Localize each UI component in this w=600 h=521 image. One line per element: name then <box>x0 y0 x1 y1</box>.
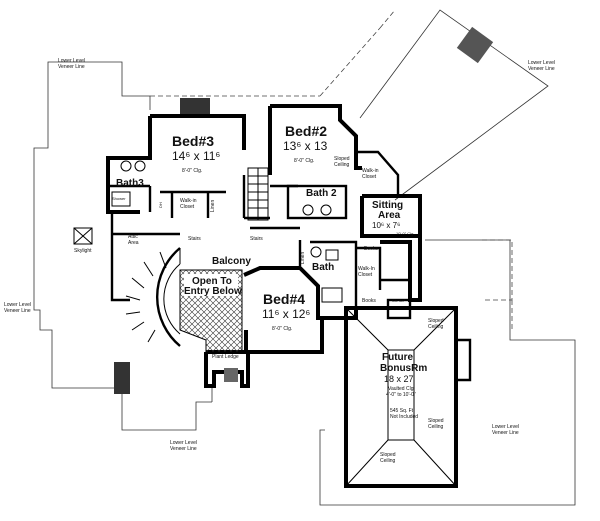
bath3-name: Bath3 <box>116 178 144 189</box>
walkin-closet-bed3-1: Walk-in <box>180 198 197 204</box>
curved-stair <box>125 247 181 347</box>
chimney-bottom <box>114 362 130 394</box>
svg-text:Veneer Line: Veneer Line <box>492 430 519 436</box>
bonus-name2: BonusRm <box>380 363 427 374</box>
sloped-ceiling-bonus-1-b: Ceiling <box>428 324 444 330</box>
chimney-top <box>180 98 210 116</box>
bed4-ceiling: 8'-0" Clg. <box>272 326 292 332</box>
bed3-ceiling: 8'-0" Clg. <box>182 168 202 174</box>
bath2-name: Bath 2 <box>306 188 337 199</box>
bed4-name: Bed#4 <box>263 291 305 307</box>
svg-text:Veneer Line: Veneer Line <box>4 308 31 314</box>
svg-text:Veneer Line: Veneer Line <box>170 446 197 452</box>
books-label-2: Books <box>362 298 376 304</box>
books-label-1: Books <box>364 246 378 252</box>
balcony-label: Balcony <box>212 256 251 267</box>
sitting-name: Sitting <box>372 200 403 211</box>
attic-area-label-1: Attic <box>128 234 138 240</box>
attic-area-label-2: Area <box>128 240 139 246</box>
open-entry-line1: Open To <box>192 276 232 287</box>
veneer-annotations: Lower Level Veneer Line Lower Level Vene… <box>4 58 555 452</box>
bath-name: Bath <box>312 262 334 273</box>
bonus-name1: Future <box>382 352 414 363</box>
bonus-room <box>344 298 472 488</box>
bed2-ceiling: 8'-0" Clg. <box>294 158 314 164</box>
svg-text:Veneer Line: Veneer Line <box>528 66 555 72</box>
stairs-label-2: Stairs <box>250 236 263 242</box>
bonus-area2: Not Included <box>390 414 418 420</box>
bed3-name: Bed#3 <box>172 133 214 149</box>
open-entry-line2: Entry Below <box>184 286 242 297</box>
walkin-closet-bed2-1: Walk-in <box>362 168 379 174</box>
bonus-size: 18 x 27 <box>384 374 414 384</box>
sloped-ceiling-bed2-1: Sloped <box>334 156 350 162</box>
sloped-ceiling-bonus-3-b: Ceiling <box>380 458 396 464</box>
sitting-ceiling: 10'-0" Clg. <box>396 231 414 236</box>
linen-label: Linen <box>210 200 216 212</box>
sloped-ceiling-bonus-3-a: Sloped <box>380 452 396 458</box>
bonus-area1: 545 Sq. Ft. <box>390 408 414 414</box>
walkin-closet-bed2-2: Closet <box>362 174 377 180</box>
walkin-closet-bed3-2: Closet <box>180 204 195 210</box>
svg-text:Lower Level: Lower Level <box>58 58 85 64</box>
skylight-icon <box>73 227 93 245</box>
sitting-size: 10⁶ x 7⁶ <box>372 221 400 230</box>
sloped-ceiling-bonus-2-a: Sloped <box>428 418 444 424</box>
svg-text:Lower Level: Lower Level <box>4 302 31 308</box>
bed3-size: 14⁶ x 11⁶ <box>172 149 220 163</box>
svg-text:Lower Level: Lower Level <box>528 60 555 66</box>
bonus-ceiling2: 4'-0" to 10'-0" <box>386 392 416 398</box>
svg-text:Veneer Line: Veneer Line <box>58 64 85 70</box>
ch-label: Ch. 84" <box>392 298 406 303</box>
dh-label: DH <box>158 202 163 208</box>
bed2-size: 13⁶ x 13 <box>283 139 328 153</box>
sloped-ceiling-bed2-2: Ceiling <box>334 162 350 168</box>
sloped-ceiling-bonus-1-a: Sloped <box>428 318 444 324</box>
walkin-closet-bath-1: Walk-In <box>358 266 375 272</box>
walkin-closet-bath-2: Closet <box>358 272 373 278</box>
bed2-name: Bed#2 <box>285 123 327 139</box>
sitting-name2: Area <box>378 210 401 221</box>
stairs-label-1: Stairs <box>188 236 201 242</box>
shower-label: Shower <box>112 196 126 201</box>
plant-ledge-label: Plant Ledge <box>212 354 239 360</box>
bonus-ceiling1: Vaulted Clg. <box>388 386 415 392</box>
sloped-ceiling-bonus-2-b: Ceiling <box>428 424 444 430</box>
bath-fixtures <box>111 160 343 303</box>
svg-text:Lower Level: Lower Level <box>170 440 197 446</box>
svg-text:Lower Level: Lower Level <box>492 424 519 430</box>
upper-stairs <box>247 167 269 221</box>
bed4-size: 11⁶ x 12⁶ <box>262 307 310 321</box>
lower-level-outline <box>33 9 576 506</box>
skylight-label: Skylight <box>74 248 92 254</box>
linen-label-2: Linen <box>300 252 306 264</box>
